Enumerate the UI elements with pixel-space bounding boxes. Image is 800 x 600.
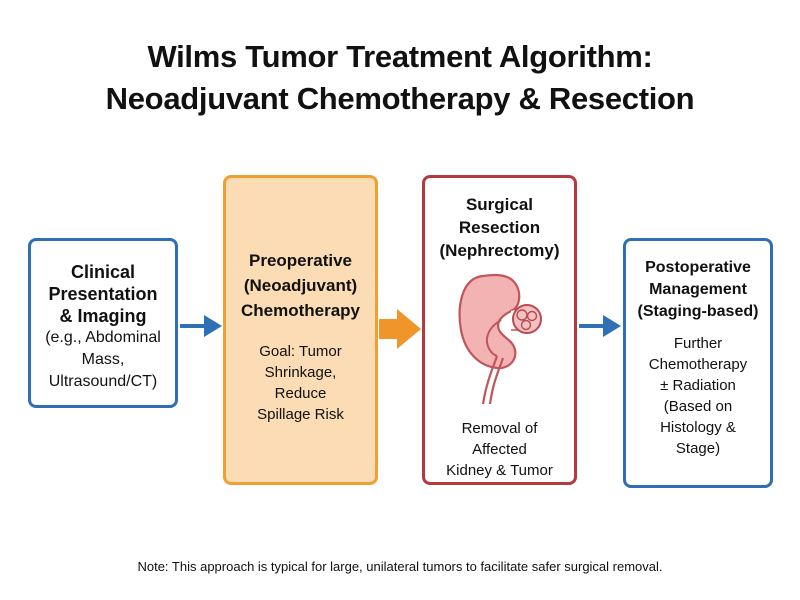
step-description: Removal of Affected Kidney & Tumor [425,418,574,481]
step-heading-line: Clinical [70,262,136,282]
footnote: Note: This approach is typical for large… [137,559,663,574]
step-heading-line: Presentation [48,284,158,304]
step-description-line: Chemotherapy [648,356,748,373]
step-description-line: Spillage Risk [257,406,344,423]
kidney-with-tumor-icon [458,273,542,405]
step-heading-line: (Staging-based) [637,303,759,320]
step-description-line: ± Radiation [660,377,736,394]
step-clinical-presentation-box: Clinical Presentation & Imaging (e.g., A… [28,238,178,408]
page-title-line-2: Neoadjuvant Chemotherapy & Resection [105,81,695,116]
step-heading: Postoperative Management (Staging-based) [626,257,770,323]
step-description-line: (Based on [663,398,733,415]
step-description: Further Chemotherapy ± Radiation (Based … [626,333,770,459]
step-heading-line: Postoperative [645,259,751,276]
step-description-line: Stage) [675,440,721,457]
step-description-line: Mass, [81,351,125,368]
step-heading-line: & Imaging [59,306,147,326]
step-description-line: Further [673,335,723,352]
step-description-line: (e.g., Abdominal [45,329,161,346]
step-heading-line: (Nephrectomy) [439,241,560,260]
step-heading: Surgical Resection (Nephrectomy) [425,193,574,262]
step-description-line: Shrinkage, [264,364,337,381]
step-description-line: Affected [472,441,527,458]
page-title-line-1: Wilms Tumor Treatment Algorithm: [147,39,653,74]
step-description-line: Goal: Tumor [259,343,342,360]
step-heading-line: Resection [458,218,541,237]
arrow-right-icon [180,315,222,337]
step-neoadjuvant-chemotherapy-box: Preoperative (Neoadjuvant) Chemotherapy … [223,175,378,485]
step-heading-line: Management [649,281,747,298]
step-heading-line: Chemotherapy [240,301,361,320]
arrow-right-icon [579,315,621,337]
step-heading-line: (Neoadjuvant) [243,276,358,295]
step-description-line: Histology & [660,419,736,436]
step-heading: Clinical Presentation & Imaging [31,261,175,327]
step-description-line: Kidney & Tumor [446,462,553,479]
step-description: Goal: Tumor Shrinkage, Reduce Spillage R… [226,341,375,425]
step-surgical-resection-box: Surgical Resection (Nephrectomy) Removal… [422,175,577,485]
step-heading: Preoperative (Neoadjuvant) Chemotherapy [226,248,375,323]
step-description-line: Ultrasound/CT) [48,373,158,390]
step-heading-line: Preoperative [249,251,352,270]
step-postoperative-management-box: Postoperative Management (Staging-based)… [623,238,773,488]
arrow-right-icon [379,309,421,349]
step-description-line: Removal of [461,420,538,437]
step-heading-line: Surgical [465,195,534,214]
step-description-line: Reduce [274,385,327,402]
step-description: (e.g., Abdominal Mass, Ultrasound/CT) [31,327,175,393]
